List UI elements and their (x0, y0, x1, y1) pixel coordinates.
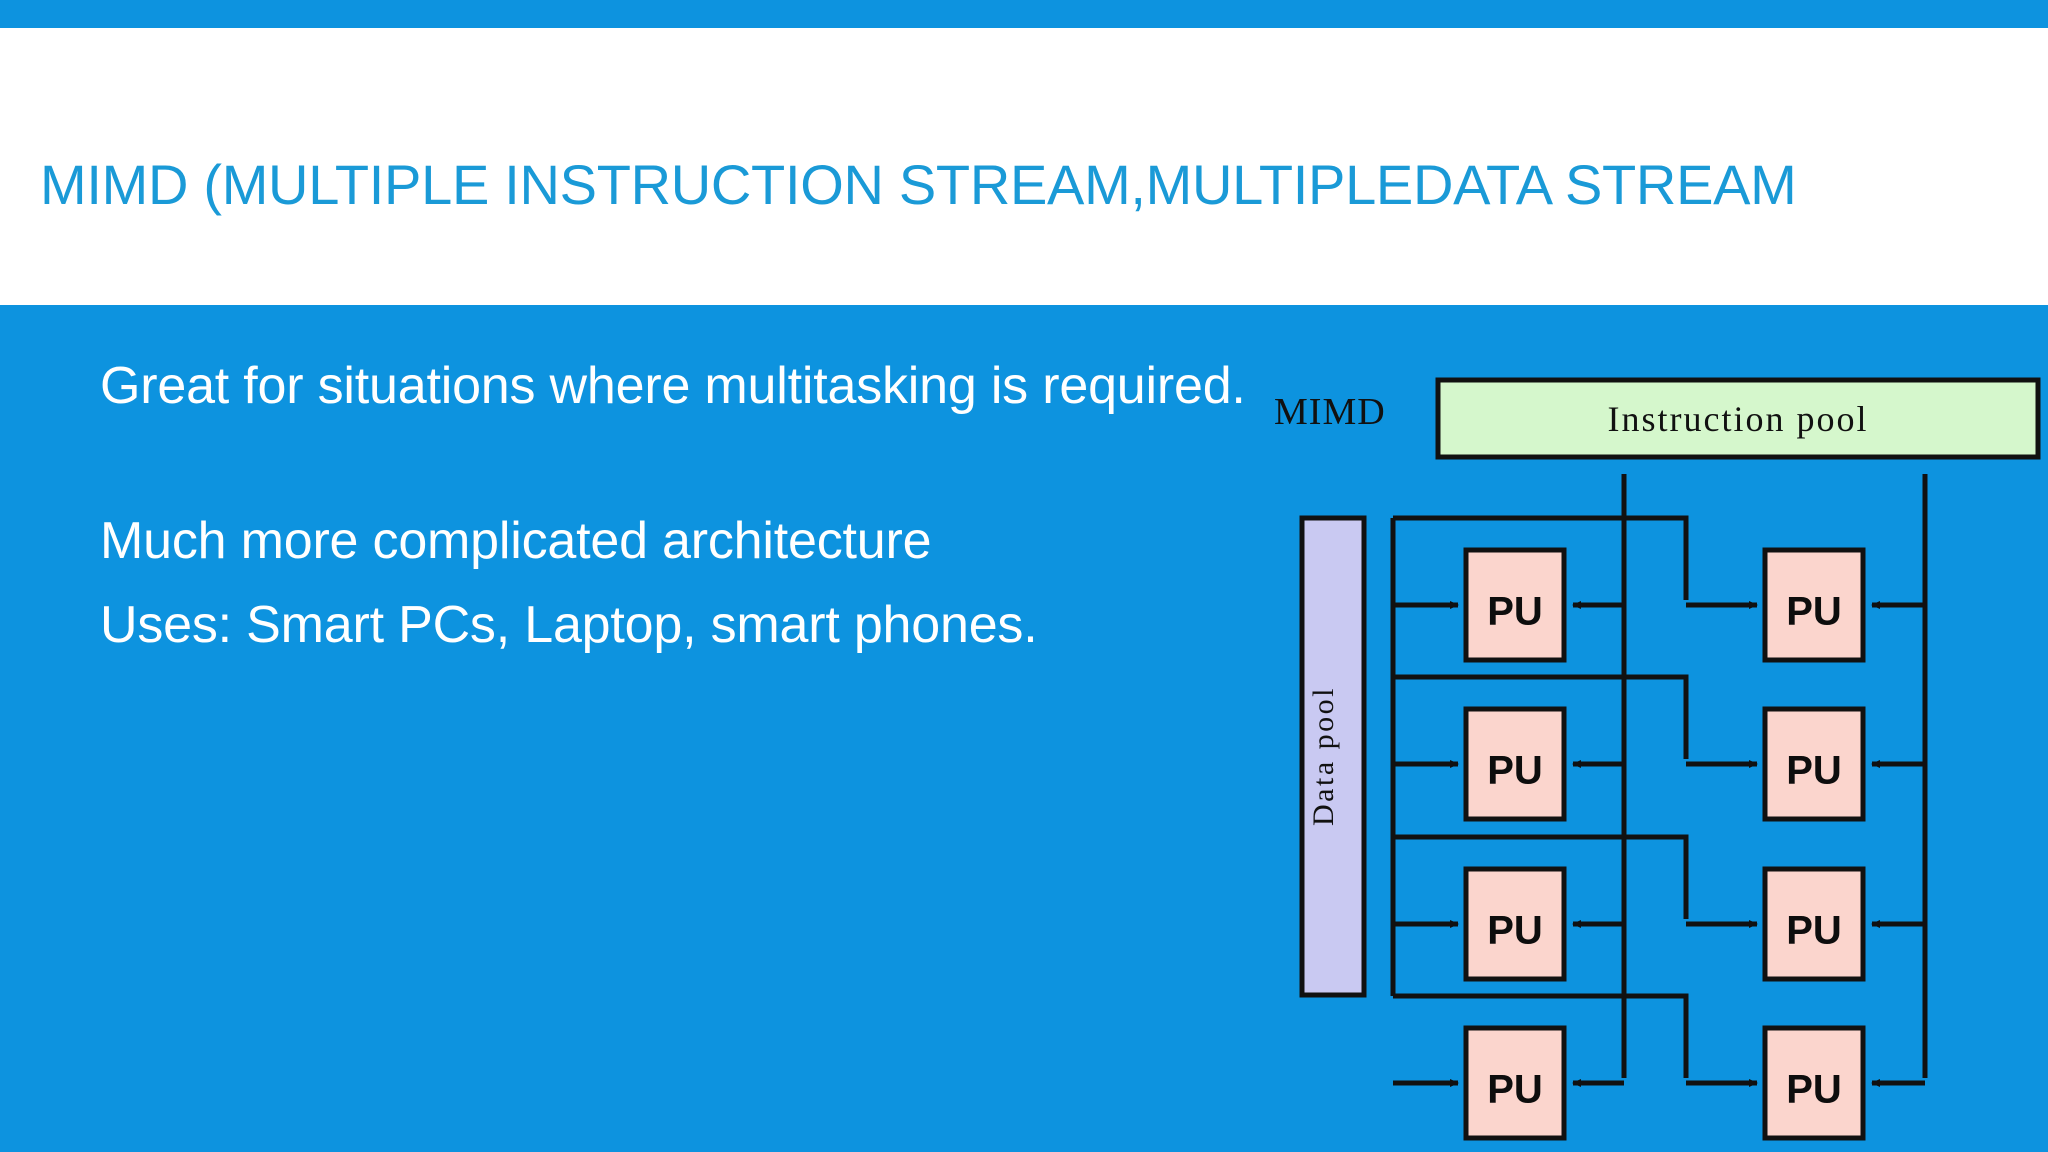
pu-box-r2c2 (1762, 706, 1866, 822)
data-pool-label: Data pool (1307, 686, 1340, 826)
pu-label-r1c2: PU (1786, 590, 1842, 634)
pu-box-r4c2 (1762, 1025, 1866, 1141)
pu-box-r3c2 (1762, 866, 1866, 982)
top-accent-bar (0, 0, 2048, 28)
body-paragraph-3: Uses: Smart PCs, Laptop, smart phones. (100, 595, 1038, 654)
data-pool-box (1299, 515, 1367, 998)
pu-label-r4c1: PU (1487, 1068, 1543, 1112)
data-bus-lines (1393, 515, 1689, 1078)
mimd-architecture-diagram: MIMD Instruction pool Data pool (1262, 366, 2048, 1141)
pu-label-r1c1: PU (1487, 590, 1543, 634)
pu-row-1: PU PU (1393, 547, 1925, 663)
pu-label-r3c2: PU (1786, 909, 1842, 953)
body-paragraph-1: Great for situations where multitasking … (100, 357, 1246, 415)
title-band: MIMD (MULTIPLE INSTRUCTION STREAM,MULTIP… (0, 28, 2048, 305)
instruction-pool-box (1435, 377, 2041, 460)
pu-box-r4c1 (1463, 1025, 1567, 1141)
pu-row-3: PU PU (1393, 866, 1925, 982)
pu-label-r2c1: PU (1487, 749, 1543, 793)
pu-box-r3c1 (1463, 866, 1567, 982)
diagram-model-label: MIMD (1274, 391, 1386, 433)
pu-box-r2c1 (1463, 706, 1567, 822)
pu-row-4: PU PU (1393, 1025, 1925, 1141)
pu-label-r2c2: PU (1786, 749, 1842, 793)
body-content: Great for situations where multitasking … (100, 355, 1260, 657)
instruction-pool-label: Instruction pool (1608, 399, 1869, 439)
body-paragraph-2: Much more complicated architecture (100, 512, 932, 571)
pu-label-r4c2: PU (1786, 1068, 1842, 1112)
pu-row-2: PU PU (1393, 706, 1925, 822)
page-title: MIMD (MULTIPLE INSTRUCTION STREAM,MULTIP… (40, 153, 1797, 216)
pu-box-r1c2 (1762, 547, 1866, 663)
pu-box-r1c1 (1463, 547, 1567, 663)
pu-label-r3c1: PU (1487, 909, 1543, 953)
instruction-bus-lines (1621, 474, 1928, 1078)
